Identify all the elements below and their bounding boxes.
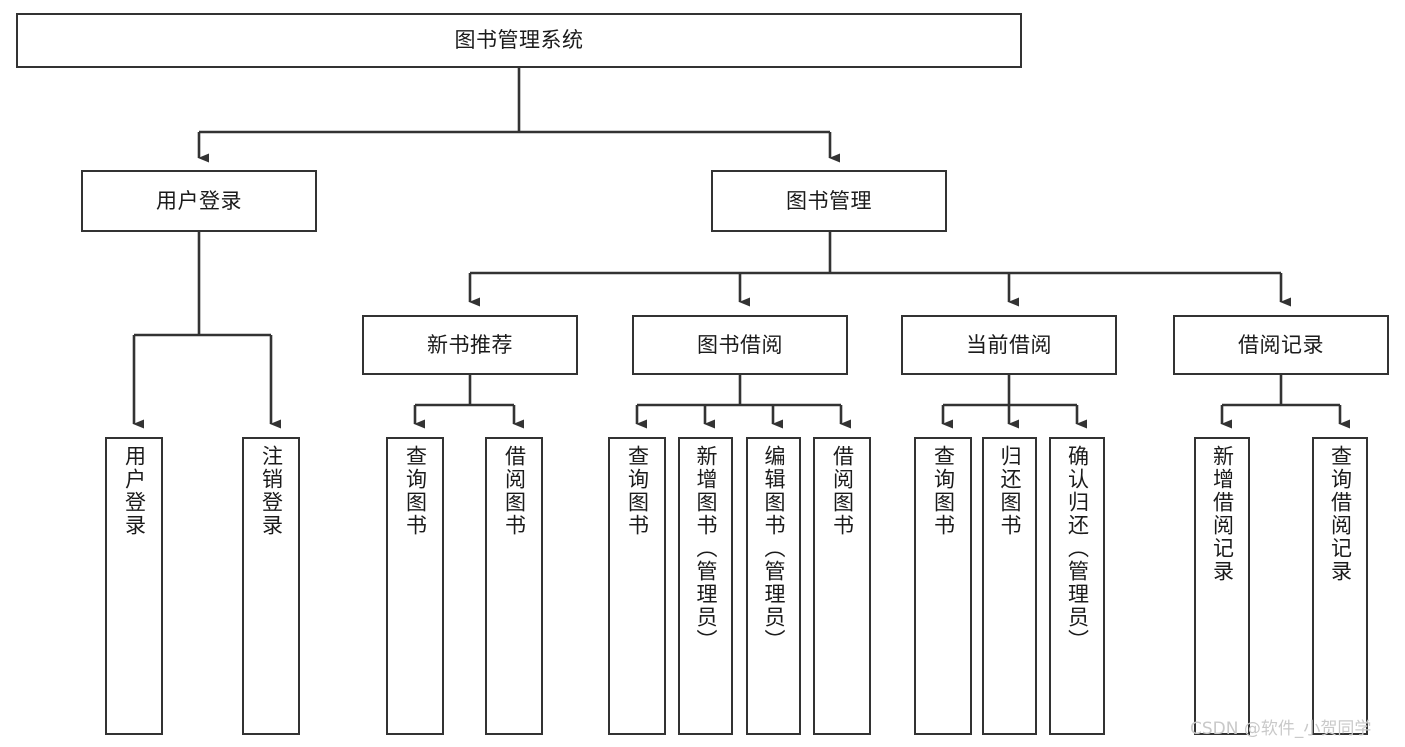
leaf-current-query-book[interactable]: 查询图书 xyxy=(914,437,972,735)
node-book-management[interactable]: 图书管理 xyxy=(711,170,947,232)
node-label: 确认归还（管理员） xyxy=(1065,445,1090,652)
leaf-user-login-logout[interactable]: 注销登录 xyxy=(242,437,300,735)
node-borrow-record[interactable]: 借阅记录 xyxy=(1173,315,1389,375)
leaf-borrow-edit-book[interactable]: 编辑图书（管理员） xyxy=(746,437,801,735)
node-label: 新增借阅记录 xyxy=(1210,445,1235,583)
csdn-watermark: CSDN @软件_小贺同学 xyxy=(1190,719,1372,739)
node-label: 新增图书（管理员） xyxy=(694,445,718,652)
node-label: 借阅图书 xyxy=(830,445,855,537)
node-current-borrow[interactable]: 当前借阅 xyxy=(901,315,1117,375)
leaf-record-add-record[interactable]: 新增借阅记录 xyxy=(1194,437,1250,735)
node-label: 用户登录 xyxy=(156,188,242,213)
node-label: 借阅记录 xyxy=(1238,332,1324,357)
node-book-borrow[interactable]: 图书借阅 xyxy=(632,315,848,375)
node-label: 注销登录 xyxy=(259,445,284,537)
leaf-current-return-book[interactable]: 归还图书 xyxy=(982,437,1037,735)
leaf-user-login-login[interactable]: 用户登录 xyxy=(105,437,163,735)
node-label: 用户登录 xyxy=(122,445,147,537)
node-root-system[interactable]: 图书管理系统 xyxy=(16,13,1022,68)
leaf-borrow-borrow-book[interactable]: 借阅图书 xyxy=(813,437,871,735)
node-label: 归还图书 xyxy=(998,445,1022,537)
node-label: 编辑图书（管理员） xyxy=(762,445,786,652)
node-label: 查询图书 xyxy=(625,445,650,537)
node-label: 图书借阅 xyxy=(697,332,783,357)
node-label: 查询图书 xyxy=(403,445,428,537)
leaf-borrow-add-book[interactable]: 新增图书（管理员） xyxy=(678,437,733,735)
leaf-recommend-borrow-book[interactable]: 借阅图书 xyxy=(485,437,543,735)
leaf-recommend-query-book[interactable]: 查询图书 xyxy=(386,437,444,735)
node-user-login[interactable]: 用户登录 xyxy=(81,170,317,232)
node-label: 查询图书 xyxy=(931,445,956,537)
node-label: 新书推荐 xyxy=(427,332,513,357)
leaf-record-query-record[interactable]: 查询借阅记录 xyxy=(1312,437,1368,735)
node-label: 借阅图书 xyxy=(502,445,527,537)
node-label: 查询借阅记录 xyxy=(1328,445,1353,583)
node-label: 图书管理 xyxy=(786,188,872,213)
node-label: 图书管理系统 xyxy=(454,28,584,53)
leaf-current-confirm-return[interactable]: 确认归还（管理员） xyxy=(1049,437,1105,735)
node-new-book-recommend[interactable]: 新书推荐 xyxy=(362,315,578,375)
node-label: 当前借阅 xyxy=(966,332,1052,357)
leaf-borrow-query-book[interactable]: 查询图书 xyxy=(608,437,666,735)
